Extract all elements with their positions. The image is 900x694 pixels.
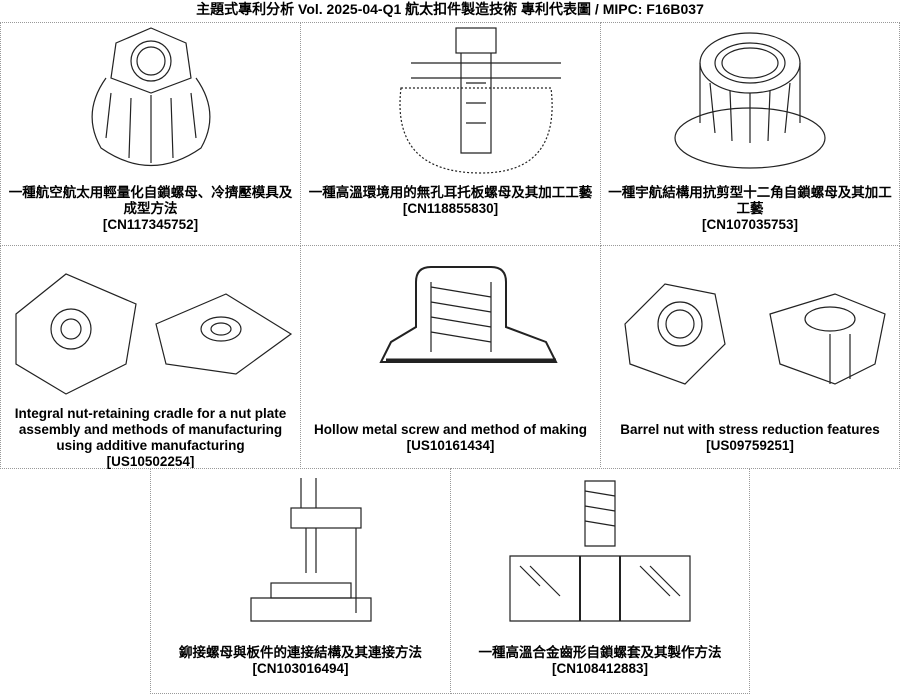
patent-title: 一種高溫合金齒形自鎖螺套及其製作方法 xyxy=(478,645,722,660)
patent-drawing-plate-nut xyxy=(301,23,600,181)
patent-title: 鉚接螺母與板件的連接結構及其連接方法 xyxy=(179,645,422,660)
patent-number: [CN103016494] xyxy=(252,661,349,676)
patent-number: [CN108412883] xyxy=(551,661,649,676)
patent-drawing-self-locking-insert xyxy=(451,471,749,626)
patent-number: [CN118855830] xyxy=(402,201,499,216)
patent-drawing-riveting-press xyxy=(151,473,450,625)
patent-card: 一種宇航結構用抗剪型十二角自鎖螺母及其加工工藝[CN107035753] xyxy=(600,22,900,246)
patent-drawing-12-point-nut xyxy=(601,23,899,181)
patent-title: Barrel nut with stress reduction feature… xyxy=(620,422,880,437)
patent-drawing-cradle xyxy=(1,254,300,399)
patent-card: Integral nut-retaining cradle for a nut … xyxy=(0,245,301,469)
patent-drawing-nut xyxy=(1,23,300,181)
patent-number: [US10161434] xyxy=(406,438,495,453)
patent-number: [CN117345752] xyxy=(102,217,199,232)
patent-number: [CN107035753] xyxy=(701,217,799,232)
patent-title: 一種高溫環境用的無孔耳托板螺母及其加工工藝 xyxy=(308,185,593,200)
patent-card: 一種高溫合金齒形自鎖螺套及其製作方法[CN108412883] xyxy=(450,468,750,694)
patent-card: 鉚接螺母與板件的連接結構及其連接方法[CN103016494] xyxy=(150,468,451,694)
patent-drawing-hollow-screw xyxy=(301,252,600,402)
patent-drawing-barrel-nut xyxy=(601,254,899,399)
patent-title: Integral nut-retaining cradle for a nut … xyxy=(14,406,287,453)
patent-title: Hollow metal screw and method of making xyxy=(313,422,588,437)
patent-card: Hollow metal screw and method of making[… xyxy=(300,245,601,469)
patent-number: [US09759251] xyxy=(706,438,794,453)
page-title: 主題式專利分析 Vol. 2025-04-Q1 航太扣件製造技術 專利代表圖 /… xyxy=(196,1,704,17)
patent-title: 一種宇航結構用抗剪型十二角自鎖螺母及其加工工藝 xyxy=(608,185,892,216)
patent-title: 一種航空航太用輕量化自鎖螺母、冷擠壓模具及成型方法 xyxy=(8,185,293,216)
patent-card: Barrel nut with stress reduction feature… xyxy=(600,245,900,469)
patent-card: 一種航空航太用輕量化自鎖螺母、冷擠壓模具及成型方法[CN117345752] xyxy=(0,22,301,246)
patent-card: 一種高溫環境用的無孔耳托板螺母及其加工工藝[CN118855830] xyxy=(300,22,601,246)
patent-number: [US10502254] xyxy=(106,454,195,469)
